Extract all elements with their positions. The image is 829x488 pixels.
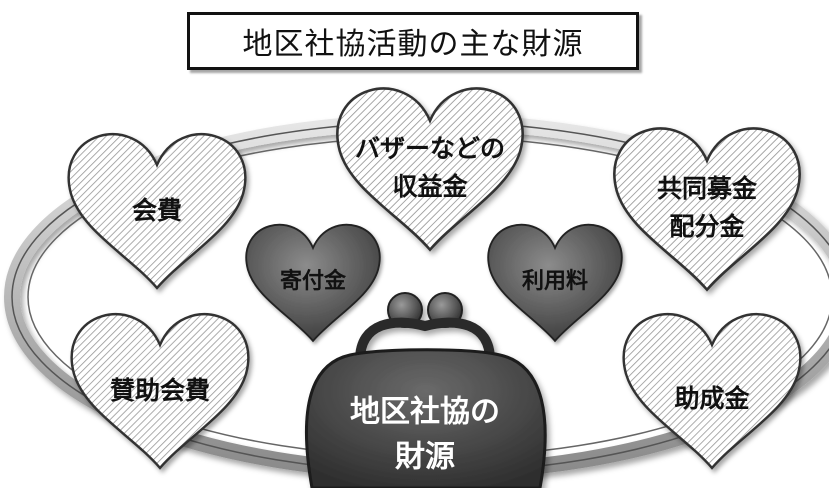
label-kaihi: 会費 — [132, 196, 182, 225]
heart-bazaar — [336, 87, 524, 251]
label-kifukin: 寄付金 — [280, 268, 347, 294]
heart-kyodo — [613, 127, 801, 291]
label-bazaar-line2: 収益金 — [392, 172, 468, 201]
center-label-line2: 財源 — [395, 440, 455, 475]
label-sanjo: 賛助会費 — [110, 376, 210, 405]
label-bazaar-line1: バザーなどの — [355, 134, 505, 163]
label-kyodo-line2: 配分金 — [669, 212, 745, 241]
diagram-title: 地区社協活動の主な財源 — [187, 12, 639, 70]
label-kyodo-line1: 共同募金 — [657, 174, 758, 203]
center-label-line1: 地区社協の — [350, 395, 500, 430]
purse-icon — [304, 292, 547, 488]
label-joseikin: 助成金 — [674, 384, 750, 413]
label-riyoryo: 利用料 — [522, 269, 588, 294]
